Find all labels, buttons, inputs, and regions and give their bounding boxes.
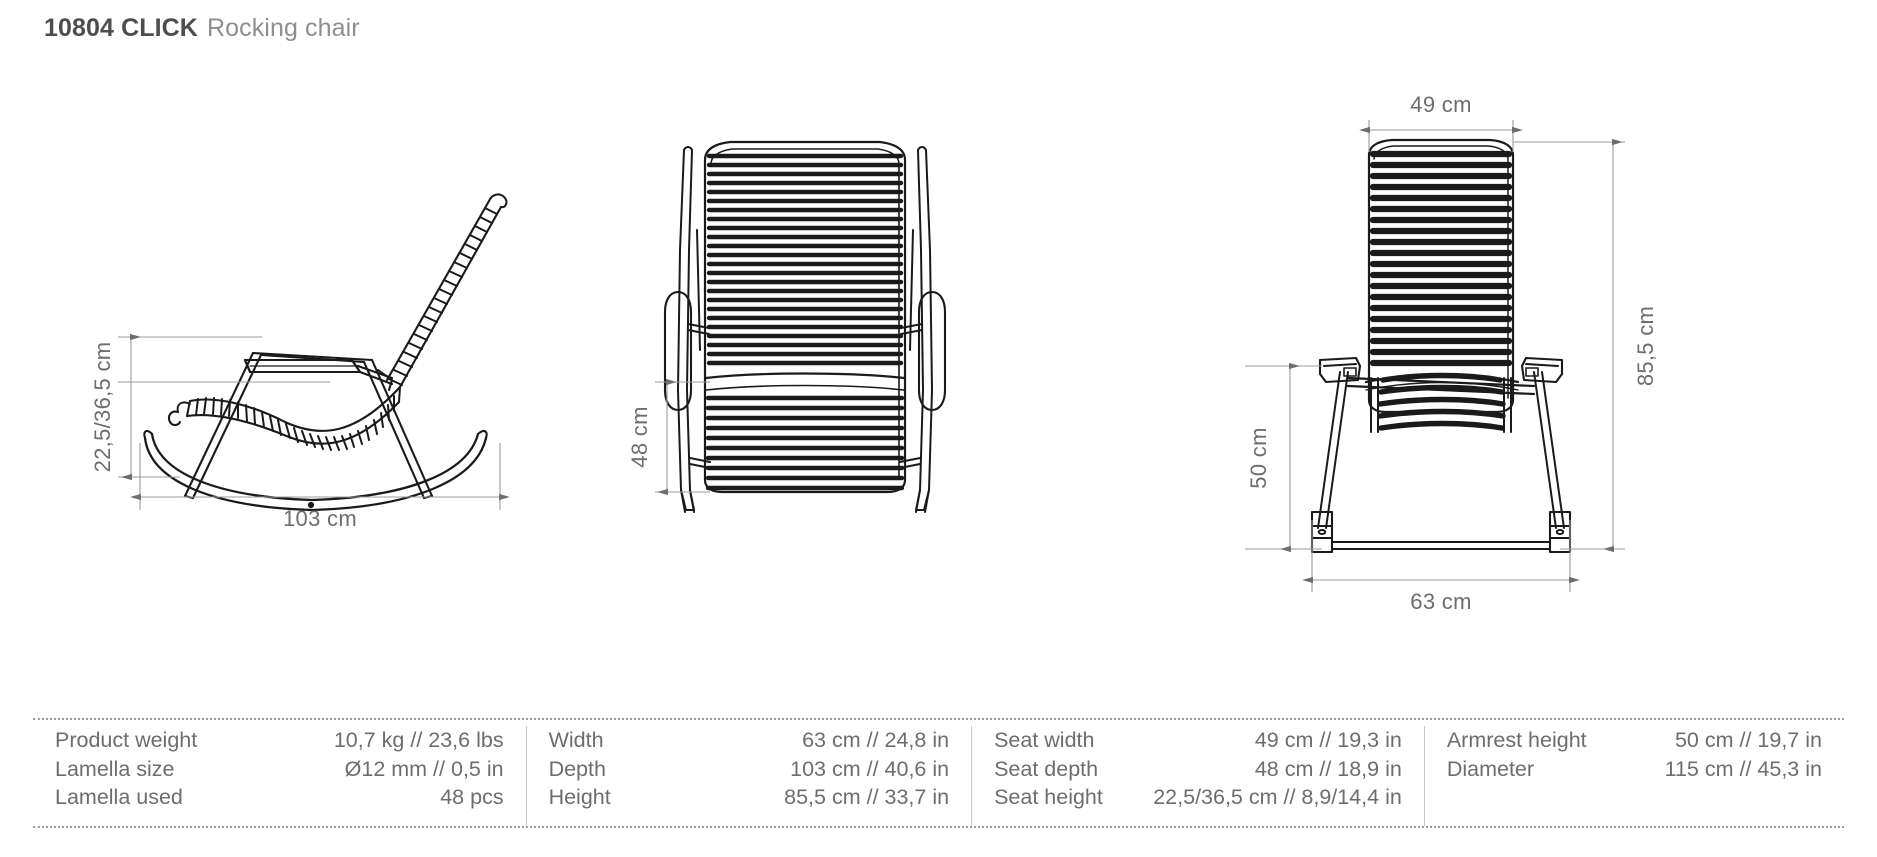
back-total-height-dimension-label: 85,5 cm	[1633, 306, 1658, 386]
spec-label: Depth	[548, 756, 606, 781]
spec-value: 115 cm // 45,3 in	[1664, 756, 1822, 781]
spec-label: Product weight	[55, 728, 198, 752]
front-seat-depth-dimension-label: 48 cm	[627, 406, 652, 467]
lamella-slats-side	[185, 193, 508, 451]
specification-table: Product weight 10,7 kg // 23,6 lbs Lamel…	[33, 718, 1844, 828]
back-armrest-height-dimension-label: 50 cm	[1246, 427, 1271, 488]
spec-column-misc: Armrest height 50 cm // 19,7 in Diameter…	[1423, 726, 1844, 826]
side-width-dimension-label: 103 cm	[283, 506, 357, 531]
spec-value: 103 cm // 40,6 in	[790, 756, 950, 781]
spec-value: 50 cm // 19,7 in	[1674, 728, 1822, 752]
spec-column-seat: Seat width 49 cm // 19,3 in Seat depth 4…	[971, 726, 1424, 826]
spec-label: Lamella used	[55, 785, 183, 809]
side-height-dimension-label: 22,5/36,5 cm	[90, 342, 115, 473]
spec-row: Width 63 cm // 24,8 in	[549, 726, 950, 755]
spec-row: Lamella used 48 pcs	[55, 783, 504, 812]
front-view	[663, 140, 947, 513]
spec-row: Diameter 115 cm // 45,3 in	[1447, 755, 1822, 784]
spec-value: 48 cm // 18,9 in	[1254, 756, 1402, 781]
spec-value: 63 cm // 24,8 in	[802, 728, 950, 752]
spec-value: Ø12 mm // 0,5 in	[344, 756, 504, 781]
side-view-dimensions	[118, 333, 511, 510]
spec-value: 22,5/36,5 cm // 8,9/14,4 in	[1153, 785, 1402, 809]
spec-row: Seat height 22,5/36,5 cm // 8,9/14,4 in	[994, 783, 1402, 812]
spec-value: 49 cm // 19,3 in	[1254, 728, 1402, 752]
product-name: Rocking chair	[206, 14, 360, 42]
product-code: 10804 CLICK	[44, 14, 198, 42]
spec-column-overall: Width 63 cm // 24,8 in Depth 103 cm // 4…	[525, 726, 972, 826]
spec-label: Seat width	[994, 728, 1095, 752]
spec-row: Seat width 49 cm // 19,3 in	[994, 726, 1402, 755]
spec-row: Armrest height 50 cm // 19,7 in	[1447, 726, 1822, 755]
lamella-slats-back	[1369, 150, 1513, 367]
spec-row: Lamella size Ø12 mm // 0,5 in	[55, 755, 504, 784]
side-view	[143, 193, 508, 512]
spec-value: 48 pcs	[440, 785, 504, 809]
page-title: 10804 CLICK Rocking chair	[44, 14, 360, 43]
spec-row: Height 85,5 cm // 33,7 in	[549, 783, 950, 812]
spec-column-general: Product weight 10,7 kg // 23,6 lbs Lamel…	[33, 726, 526, 826]
lamella-slats-front	[705, 153, 905, 491]
spec-row: Seat depth 48 cm // 18,9 in	[994, 755, 1402, 784]
back-bottom-width-dimension-label: 63 cm	[1410, 589, 1471, 614]
spec-label: Lamella size	[55, 756, 175, 781]
back-view	[1310, 138, 1572, 554]
technical-drawings: 22,5/36,5 cm 103 cm	[0, 60, 1877, 680]
spec-row: Depth 103 cm // 40,6 in	[549, 755, 950, 784]
spec-label: Armrest height	[1446, 728, 1587, 752]
back-top-width-dimension-label: 49 cm	[1410, 92, 1471, 117]
spec-row: Product weight 10,7 kg // 23,6 lbs	[55, 726, 504, 755]
spec-label: Height	[548, 785, 611, 809]
spec-value: 10,7 kg // 23,6 lbs	[333, 728, 504, 752]
spec-label: Width	[548, 728, 604, 752]
spec-value: 85,5 cm // 33,7 in	[784, 785, 950, 809]
spec-label: Seat height	[994, 785, 1103, 809]
spec-label: Diameter	[1446, 756, 1535, 781]
front-view-dimensions	[655, 378, 710, 496]
spec-label: Seat depth	[994, 756, 1099, 781]
back-view-dimensions	[1245, 120, 1625, 592]
